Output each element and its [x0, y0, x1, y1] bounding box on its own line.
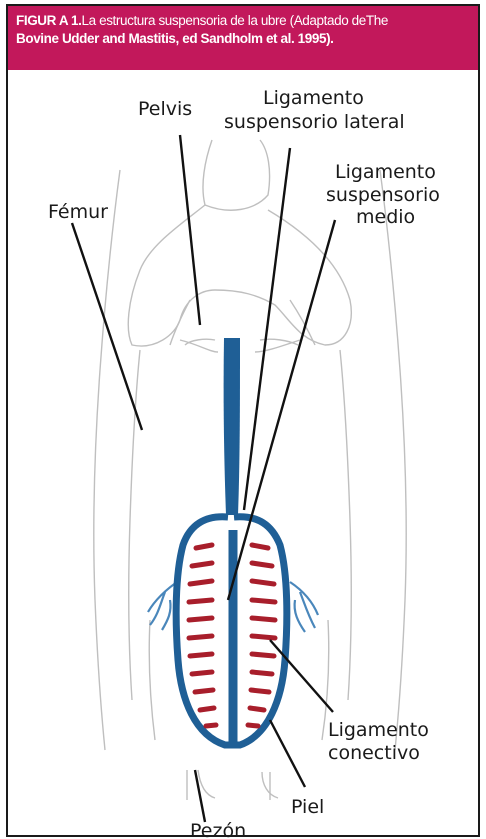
label-femur: Fémur [48, 201, 108, 223]
femur-leader [72, 223, 142, 430]
lateral-ligament-leader [244, 148, 290, 510]
skin-leader [270, 720, 305, 787]
label-teat: Pezón [190, 820, 246, 839]
label-skin: Piel [291, 796, 324, 818]
label-pelvis: Pelvis [138, 98, 192, 120]
label-lateral-ligament-line-2: suspensorio lateral [224, 111, 405, 133]
pelvis-leader [180, 135, 200, 325]
label-median-ligament-line-2: suspensorio [326, 184, 440, 206]
udder-outline [176, 517, 287, 745]
label-connective-ligament-line-2: conectivo [328, 742, 420, 764]
label-lateral-ligament-line-1: Ligamento [263, 87, 364, 109]
median-ligament-stem [224, 338, 240, 515]
label-median-ligament-line-3: medio [356, 206, 415, 228]
label-median-ligament-line-1: Ligamento [335, 161, 436, 183]
label-connective-ligament-line-1: Ligamento [328, 719, 429, 741]
labels: Pelvis Ligamento suspensorio lateral Lig… [48, 87, 440, 839]
